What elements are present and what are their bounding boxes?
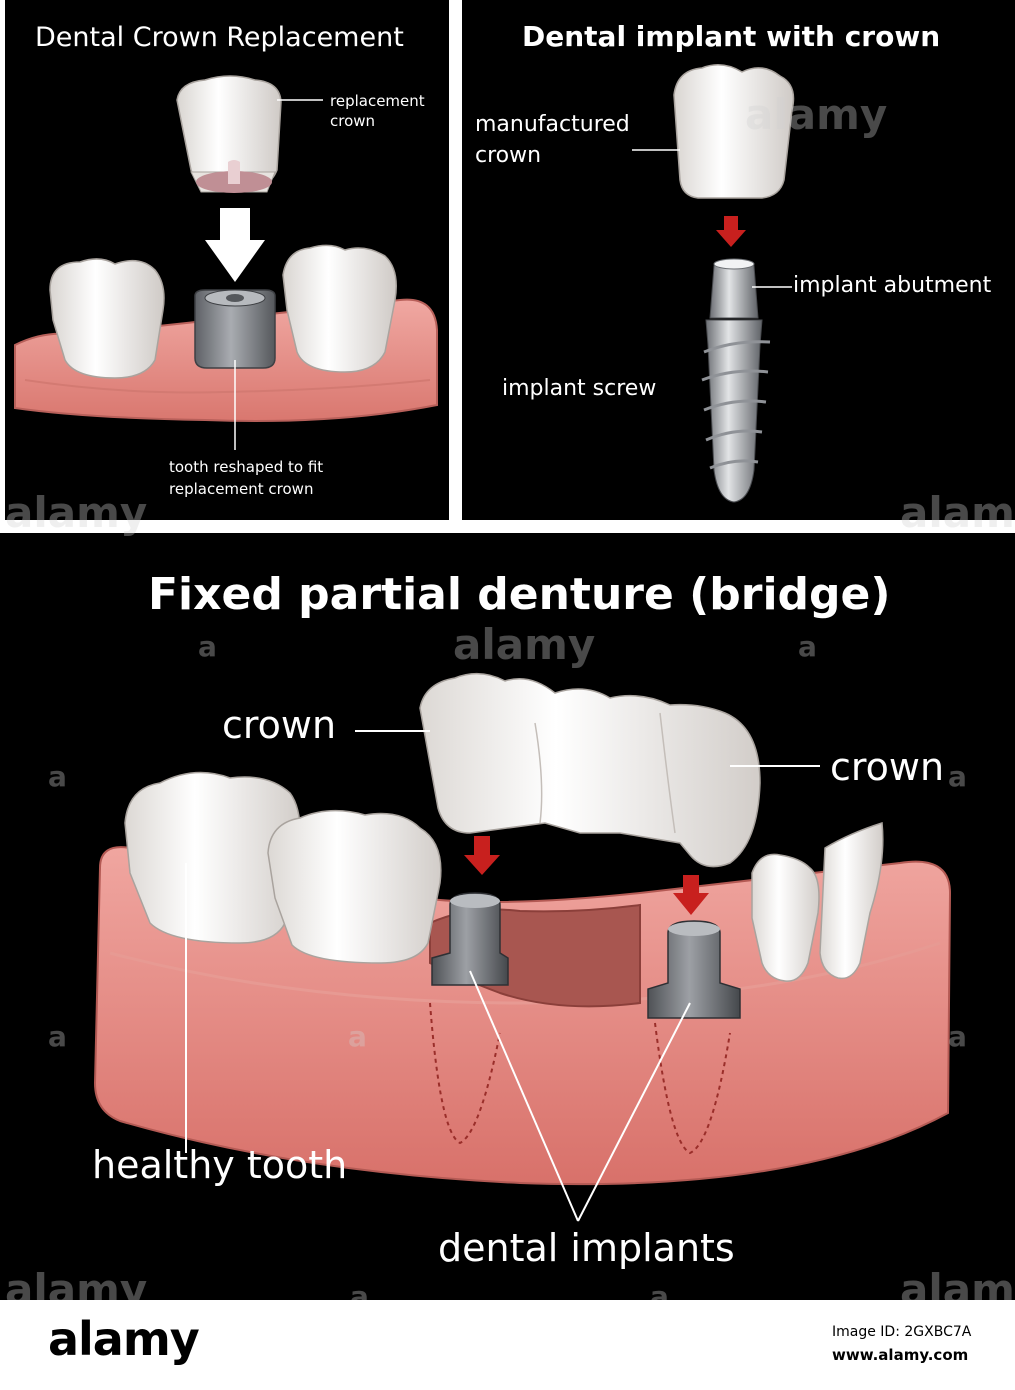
watermark: alamy	[5, 488, 148, 537]
watermark-mark: a	[348, 1020, 367, 1053]
crown-replacement-panel: Dental Crown Replacement	[5, 0, 449, 520]
watermark-mark: a	[798, 630, 817, 663]
alamy-url: www.alamy.com	[832, 1346, 969, 1364]
implant-screw-label: implant screw	[502, 376, 657, 401]
healthy-tooth-label: healthy tooth	[92, 1143, 348, 1187]
watermark-mark: a	[48, 1020, 67, 1053]
right-tooth	[282, 244, 397, 373]
watermark-mark: a	[198, 630, 217, 663]
bridge-panel: Fixed partial denture (bridge)	[0, 533, 1015, 1300]
dental-implants-label: dental implants	[438, 1226, 735, 1270]
reshaped-tooth-label-2: replacement crown	[169, 480, 314, 498]
healthy-molar-1	[124, 771, 301, 944]
alamy-logo: alamy	[48, 1312, 200, 1366]
watermark: alamy	[900, 488, 1015, 537]
watermark-mark: a	[948, 760, 967, 793]
crown-right-label: crown	[830, 745, 945, 789]
red-arrow-right	[673, 875, 709, 915]
red-arrow-left	[464, 836, 500, 875]
reshaped-tooth-label-1: tooth reshaped to fit	[169, 458, 324, 476]
watermark-mark: a	[948, 1020, 967, 1053]
manufactured-crown-label-1: manufactured	[475, 112, 630, 137]
crown-replacement-illustration	[14, 75, 438, 450]
reshaped-tooth-stub	[194, 289, 276, 369]
image-id: Image ID: 2GXBC7A	[832, 1324, 972, 1340]
dental-implant-left	[431, 892, 509, 986]
right-tooth-1	[751, 853, 820, 982]
implant-crown-panel: Dental implant with crown manufactured c…	[462, 0, 1015, 520]
footer: alamy Image ID: 2GXBC7A www.alamy.com	[0, 1300, 1015, 1390]
implant-screw	[705, 319, 763, 503]
watermark-mark: a	[48, 760, 67, 793]
dental-implant-right	[647, 920, 741, 1019]
down-arrow	[205, 208, 265, 282]
watermark: alamy	[745, 90, 888, 139]
replacement-crown-label-2: crown	[330, 112, 376, 130]
crown-replacement-title: Dental Crown Replacement	[35, 22, 404, 53]
replacement-crown-label-1: replacement	[330, 92, 425, 110]
implant-crown-illustration	[632, 64, 795, 503]
red-arrow	[716, 216, 746, 247]
manufactured-crown	[673, 64, 795, 199]
left-tooth	[49, 258, 165, 379]
bridge-crowns	[419, 672, 761, 868]
bridge-illustration	[93, 672, 952, 1222]
watermark: alamy	[453, 620, 596, 669]
implant-abutment-label: implant abutment	[793, 273, 992, 298]
right-tooth-2	[819, 822, 884, 980]
implant-crown-title: Dental implant with crown	[522, 20, 941, 53]
bridge-title: Fixed partial denture (bridge)	[148, 569, 891, 620]
crown-left-label: crown	[222, 703, 337, 747]
manufactured-crown-label-2: crown	[475, 143, 542, 168]
healthy-molar-2	[267, 809, 442, 964]
